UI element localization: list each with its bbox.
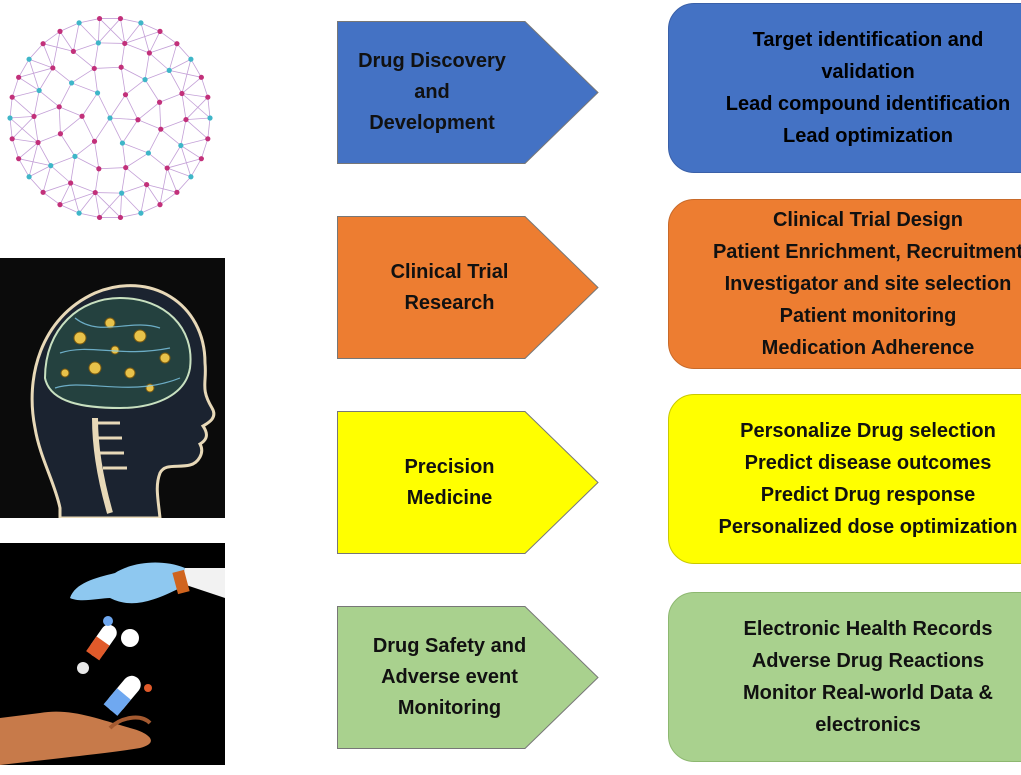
stage-label: Drug Discovery and Development [358,50,506,134]
chevron-arrow-shape [337,216,599,359]
stage-arrow-drug-discovery: Drug Discovery and Development [337,21,599,164]
detail-item: Monitor Real-world Data & [742,682,993,704]
stage-arrow-drug-safety: Drug Safety and Adverse event Monitoring [337,606,599,749]
detail-item: Personalize Drug selection [740,420,996,442]
detail-item: Target identification and [752,29,984,51]
pills-hands-illustration [0,543,225,765]
detail-item: Personalized dose optimization [718,516,1018,538]
chevron-arrow-shape [337,21,599,164]
network-sphere-icon [7,15,213,221]
brain-head-illustration [0,258,225,518]
stage-label: Drug Safety and Adverse event Monitoring [372,635,527,719]
details-box-drug-safety: Electronic Health Records Adverse Drug R… [668,592,1021,762]
stage-label: Clinical Trial Research [390,260,509,314]
detail-item: electronics [815,714,921,736]
brain-head-icon [0,258,225,518]
stage-arrow-precision-medicine: Precision Medicine [337,411,599,554]
pills-hands-icon [0,543,225,765]
detail-item: Lead compound identification [725,93,1011,115]
stage-arrow-clinical-trial: Clinical Trial Research [337,216,599,359]
detail-item: Predict disease outcomes [744,452,992,474]
detail-item: Lead optimization [783,125,953,147]
detail-item: Electronic Health Records [743,618,993,640]
detail-item: validation [821,61,915,83]
detail-item: Patient monitoring [779,305,957,327]
detail-item: Clinical Trial Design [772,209,964,231]
detail-item: Predict Drug response [760,484,976,506]
chevron-arrow-shape [337,606,599,749]
details-box-clinical-trial: Clinical Trial Design Patient Enrichment… [668,199,1021,369]
details-box-drug-discovery: Target identification and validation Lea… [668,3,1021,173]
detail-item: Patient Enrichment, Recruitment [712,241,1021,263]
detail-item: Medication Adherence [761,337,975,359]
chevron-arrow-shape [337,411,599,554]
stage-label: Precision Medicine [404,455,495,509]
network-sphere-illustration [0,0,225,240]
detail-item: Investigator and site selection [724,273,1012,295]
details-box-precision-medicine: Personalize Drug selection Predict disea… [668,394,1021,564]
detail-item: Adverse Drug Reactions [751,650,985,672]
